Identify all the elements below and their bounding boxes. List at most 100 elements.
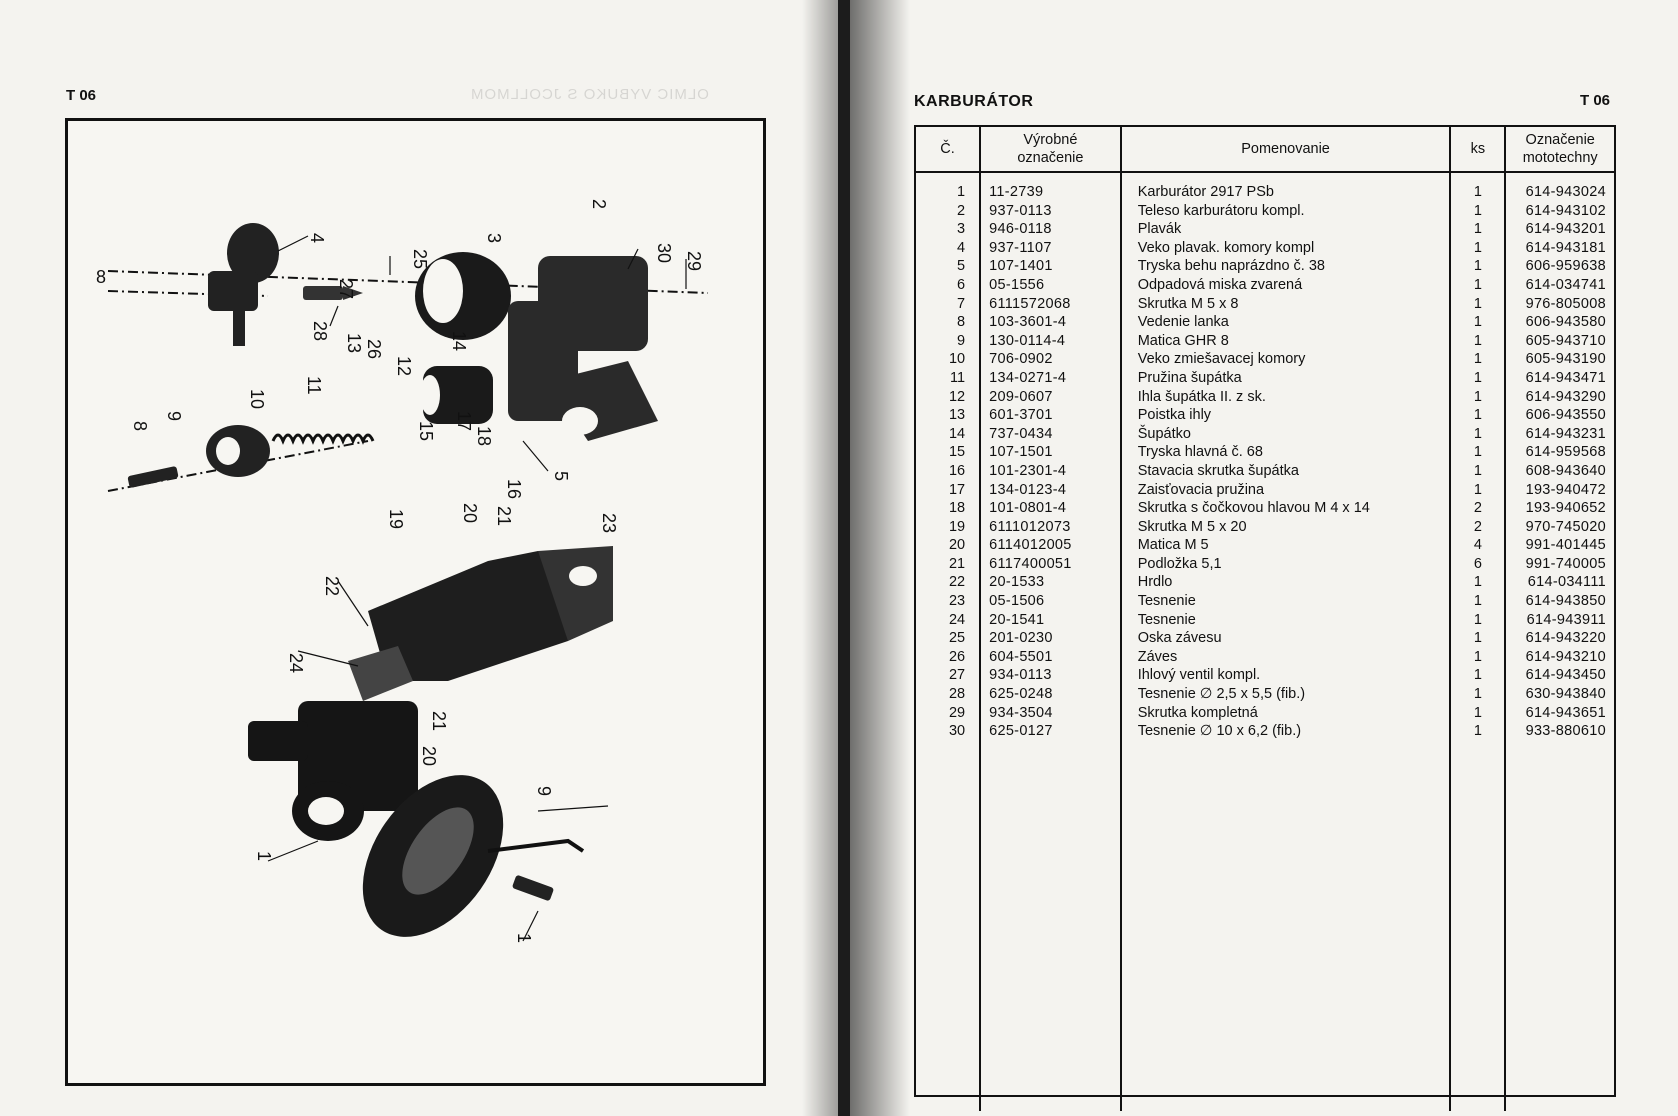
header-mototechna-line1: Označenie — [1525, 132, 1595, 148]
cell-number: 26 — [948, 648, 966, 665]
cell-quantity: 4 — [1449, 536, 1506, 555]
cell-number: 27 — [948, 667, 966, 684]
cell-quantity: 6 — [1449, 554, 1506, 574]
cell-mototechna-code: 606-943580 — [1504, 313, 1614, 332]
cell-number: 14 — [948, 425, 966, 442]
cell-quantity: 1 — [1449, 461, 1506, 481]
cell-quantity: 1 — [1449, 257, 1506, 276]
cell-production-code: 737-0434 — [979, 424, 1121, 444]
cell-mototechna-code: 614-943450 — [1504, 666, 1614, 686]
cell-quantity: 1 — [1449, 387, 1506, 407]
right-page: KARBURÁTOR T 06 Č. Výrobné označenie Pom… — [850, 0, 1678, 1116]
drain-dish-part — [362, 775, 585, 937]
cell-number: 12 — [948, 388, 966, 405]
callout-number: 4 — [307, 233, 327, 243]
cell-production-code: 101-0801-4 — [979, 499, 1121, 518]
cell-production-code: 625-0248 — [979, 685, 1121, 704]
cell-mototechna-code: 970-745020 — [1504, 517, 1614, 537]
cell-part-name: Odpadová miska zvarená — [1119, 275, 1451, 295]
callout-number: 27 — [336, 279, 356, 299]
assembled-carburetor-part — [248, 701, 418, 841]
cell-production-code: 934-3504 — [979, 703, 1121, 723]
cell-production-code: 604-5501 — [979, 647, 1121, 667]
cell-part-name: Zaisťovacia pružina — [1119, 480, 1451, 500]
cell-part-name: Skrutka kompletná — [1119, 703, 1451, 723]
empty-cell — [1449, 740, 1506, 1111]
cell-part-name: Skrutka s čočkovou hlavou M 4 x 14 — [1119, 499, 1451, 518]
cell-part-name: Tryska hlavná č. 68 — [1119, 443, 1451, 462]
cell-quantity: 1 — [1449, 331, 1506, 351]
throttle-slide-part — [420, 366, 493, 424]
cell-number: 5 — [957, 258, 966, 275]
cell-mototechna-code: 614-943651 — [1504, 703, 1614, 723]
bleed-through-text: OLMIC VYBUKO S JCOLLMOM — [470, 86, 709, 103]
cell-mototechna-code: 991-740005 — [1504, 554, 1614, 574]
empty-cell — [1504, 740, 1614, 1111]
gasket-part — [348, 646, 413, 701]
cell-quantity: 1 — [1449, 647, 1506, 667]
cell-number: 1 — [957, 184, 966, 200]
callout-number: 12 — [394, 356, 414, 376]
mixing-chamber-cover-part — [206, 425, 270, 477]
cell-part-name: Veko plavak. komory kompl — [1119, 238, 1451, 258]
cell-part-name: Tesnenie ∅ 2,5 x 5,5 (fib.) — [1119, 685, 1451, 704]
callout-number: 1 — [254, 851, 274, 861]
cell-quantity: 2 — [1449, 517, 1506, 537]
cell-part-name: Poistka ihly — [1119, 406, 1451, 425]
cell-production-code: 134-0271-4 — [979, 368, 1121, 388]
exploded-diagram-frame: 8 4 27 28 25 3 2 30 29 26 13 12 14 11 10… — [65, 118, 766, 1086]
intake-neck-part — [368, 546, 613, 681]
cell-number: 13 — [948, 407, 966, 424]
gutter-shadow — [802, 0, 838, 1116]
gutter-shadow — [850, 0, 910, 1116]
cell-number: 10 — [948, 351, 966, 368]
section-title: KARBURÁTOR — [914, 93, 1034, 110]
callout-number: 24 — [286, 653, 306, 673]
callout-number: 17 — [454, 411, 474, 431]
cell-number: 7 — [957, 295, 966, 312]
cell-quantity: 1 — [1449, 629, 1506, 648]
callout-number: 23 — [599, 513, 619, 533]
cell-mototechna-code: 614-943290 — [1504, 387, 1614, 407]
page-code-left: T 06 — [66, 87, 97, 104]
cell-mototechna-code: 614-959568 — [1504, 443, 1614, 462]
callout-number: 28 — [310, 321, 330, 341]
cell-quantity: 1 — [1449, 480, 1506, 500]
callout-number: 9 — [164, 411, 184, 421]
cell-part-name: Matica GHR 8 — [1119, 331, 1451, 351]
cell-mototechna-code: 933-880610 — [1504, 722, 1614, 741]
cell-production-code: 130-0114-4 — [979, 331, 1121, 351]
cell-number: 4 — [957, 239, 966, 256]
carburetor-body-part — [508, 256, 658, 441]
cell-mototechna-code: 614-943231 — [1504, 424, 1614, 444]
callout-number: 19 — [386, 509, 406, 529]
cell-mototechna-code: 193-940472 — [1504, 480, 1614, 500]
callout-number: 3 — [484, 233, 504, 243]
cell-mototechna-code: 605-943710 — [1504, 331, 1614, 351]
callout-number: 11 — [304, 376, 324, 395]
cell-production-code: 934-0113 — [979, 666, 1121, 686]
callout-number: 22 — [322, 576, 342, 596]
cell-number: 17 — [948, 481, 966, 498]
float-part — [415, 252, 511, 340]
cell-production-code: 05-1506 — [979, 592, 1121, 611]
header-production-code-line1: Výrobné — [1023, 132, 1078, 148]
cell-part-name: Tesnenie — [1119, 610, 1451, 630]
cell-quantity: 1 — [1449, 350, 1506, 369]
empty-cell — [979, 740, 1121, 1111]
empty-cell — [1119, 740, 1451, 1111]
callout-number: 29 — [684, 251, 704, 271]
callout-number: 13 — [344, 333, 364, 353]
